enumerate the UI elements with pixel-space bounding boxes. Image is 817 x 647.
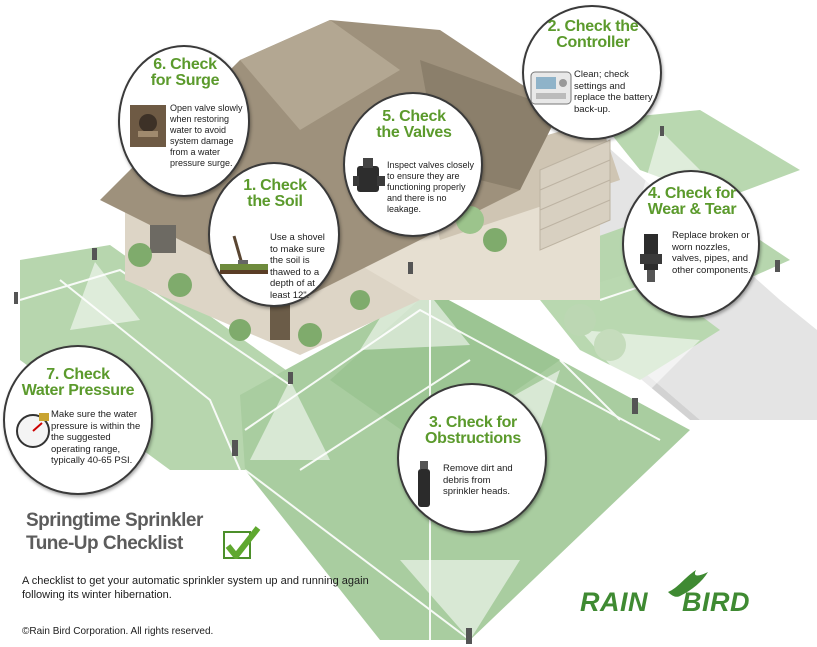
sprinkler-head-icon — [418, 461, 430, 507]
callout-text: Clean; check settings and replace the ba… — [574, 69, 653, 115]
pressure-gauge-icon — [16, 413, 50, 448]
callout-check-the-soil: 1. Check the Soil Use a shovel to make s… — [208, 162, 340, 307]
controller-icon — [530, 71, 572, 105]
callout-title: 2. Check the Controller — [547, 18, 639, 51]
callout-check-water-pressure: 7. Check Water Pressure Make sure the wa… — [3, 345, 153, 495]
valve-box-icon — [130, 105, 166, 147]
window — [150, 225, 176, 253]
callout-title: 4. Check for Wear & Tear — [647, 185, 737, 218]
callout-check-for-surge: 6. Check for Surge Open valve slowly whe… — [118, 45, 250, 197]
callout-check-the-valves: 5. Check the Valves Inspect valves close… — [343, 92, 483, 237]
check-mark-icon — [223, 526, 261, 559]
logo-word-rain: RAIN — [580, 587, 648, 617]
callout-check-the-controller: 2. Check the Controller Clean; check set… — [522, 5, 662, 140]
callout-text: Replace broken or worn nozzles, valves, … — [672, 230, 751, 276]
callout-text: Use a shovel to make sure the soil is th… — [270, 232, 325, 301]
side-lawn — [600, 110, 800, 200]
callout-title: 1. Check the Soil — [243, 177, 307, 210]
callout-text: Remove dirt and debris from sprinkler he… — [443, 463, 513, 498]
callout-text: Open valve slowly when restoring water t… — [170, 103, 243, 168]
nozzle-icon — [640, 234, 662, 282]
bird-logo-icon — [668, 570, 708, 597]
checklist-subtitle: A checklist to get your automatic sprink… — [22, 575, 369, 602]
callout-title: 5. Check the Valves — [376, 108, 452, 141]
front-door — [270, 300, 290, 340]
callout-title: 3. Check for Obstructions — [425, 414, 521, 447]
valve-icon — [353, 158, 385, 192]
shrubs — [128, 206, 626, 361]
callout-title: 7. Check Water Pressure — [21, 366, 135, 399]
logo-word-bird: BIRD — [682, 587, 750, 617]
shovel-icon — [220, 235, 268, 274]
callout-title: 6. Check for Surge — [150, 56, 220, 89]
rain-bird-logo: RAIN BIRD — [580, 587, 750, 618]
copyright-notice: ©Rain Bird Corporation. All rights reser… — [22, 626, 214, 637]
callout-check-for-obstructions: 3. Check for Obstructions Remove dirt an… — [397, 383, 547, 533]
callout-text: Inspect valves closely to ensure they ar… — [387, 160, 475, 214]
checklist-title: Springtime Sprinkler Tune-Up Checklist — [26, 510, 203, 554]
callout-text: Make sure the water pressure is within t… — [51, 409, 141, 467]
callout-check-for-wear-and-tear: 4. Check for Wear & Tear Replace broken … — [622, 170, 760, 318]
roof-ridge — [240, 20, 400, 130]
